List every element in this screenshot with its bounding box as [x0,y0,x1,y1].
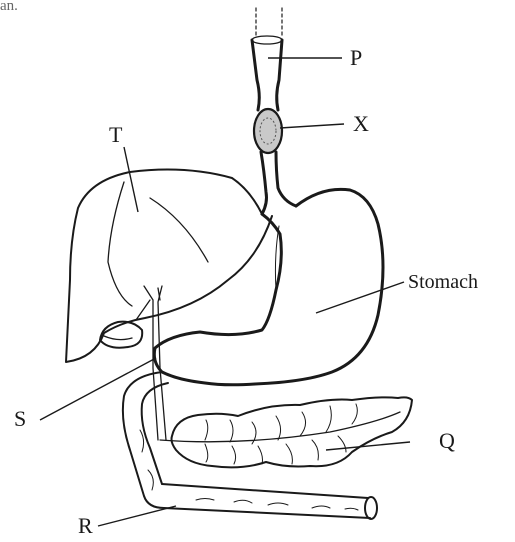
bile-duct [136,286,166,440]
label-x: X [353,111,369,136]
pancreas [160,397,412,467]
label-stomach: Stomach [408,271,478,293]
label-s: S [14,406,26,431]
bolus-x-swelling [254,109,282,153]
label-t: T [109,122,123,147]
leader-s [40,358,156,420]
caption-fragment: an. [0,0,18,14]
leader-x [280,124,344,128]
stomach [154,189,383,384]
leader-t [124,147,138,212]
label-q: Q [439,428,455,453]
label-r: R [78,513,93,538]
label-p: P [350,45,362,70]
leader-stomach [316,282,404,313]
leader-r [98,506,176,526]
